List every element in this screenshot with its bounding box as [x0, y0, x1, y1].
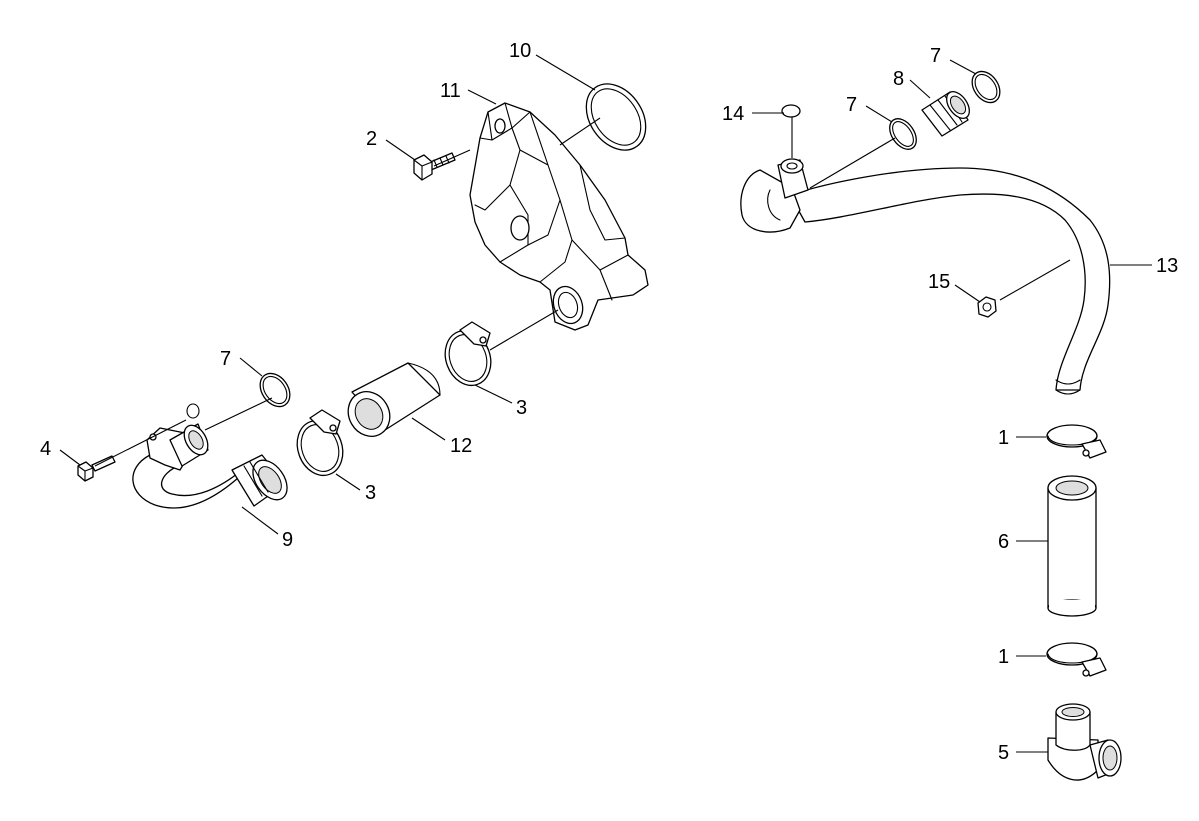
part-2-bolt[interactable]: [413, 152, 456, 181]
callout-9: 9: [282, 529, 293, 551]
part-4-bolt[interactable]: [77, 455, 116, 482]
part-1-hose-clamp-lower[interactable]: [1046, 642, 1107, 677]
callout-15: 15: [928, 271, 950, 293]
callout-8: 8: [893, 68, 904, 90]
part-5-elbow-fitting[interactable]: [1047, 703, 1122, 781]
callout-11: 11: [440, 80, 461, 102]
part-13-coolant-pipe[interactable]: [740, 158, 1111, 395]
callout-3-lower: 3: [365, 482, 376, 504]
callout-7-center: 7: [846, 94, 857, 116]
callout-labels: 10 11 2 3 12 3 7 4 9 14 7 8 7 13 15 1 6 …: [40, 40, 1178, 764]
part-8-fitting[interactable]: [921, 88, 974, 137]
callout-5: 5: [998, 742, 1009, 764]
part-9-j-pipe[interactable]: [132, 403, 294, 509]
callout-7-right: 7: [930, 45, 941, 67]
callout-4: 4: [40, 438, 51, 460]
callout-1-lower: 1: [998, 646, 1009, 668]
callout-12: 12: [450, 435, 472, 457]
callout-10: 10: [509, 40, 531, 62]
part-3-hose-clamp-lower[interactable]: [290, 409, 350, 482]
part-10-large-o-ring[interactable]: [574, 73, 658, 162]
part-1-hose-clamp-upper[interactable]: [1046, 424, 1107, 459]
callout-14: 14: [722, 103, 744, 125]
callout-13: 13: [1156, 255, 1178, 277]
part-6-straight-hose[interactable]: [1047, 475, 1097, 617]
callout-3-upper: 3: [516, 397, 527, 419]
part-7-o-ring-left[interactable]: [254, 368, 296, 412]
callout-2: 2: [366, 128, 377, 150]
part-7-o-ring-center[interactable]: [884, 114, 922, 154]
part-12-short-hose[interactable]: [340, 362, 441, 444]
leader-lines: [59, 54, 1152, 753]
callout-6: 6: [998, 531, 1009, 553]
callout-7-left: 7: [220, 348, 231, 370]
callout-1-upper: 1: [998, 427, 1009, 449]
part-11-housing-bracket[interactable]: [469, 102, 649, 331]
part-15-nut[interactable]: [977, 296, 997, 318]
part-7-o-ring-right[interactable]: [966, 66, 1005, 108]
part-14-washer[interactable]: [781, 104, 801, 118]
part-3-hose-clamp-upper[interactable]: [438, 321, 498, 392]
